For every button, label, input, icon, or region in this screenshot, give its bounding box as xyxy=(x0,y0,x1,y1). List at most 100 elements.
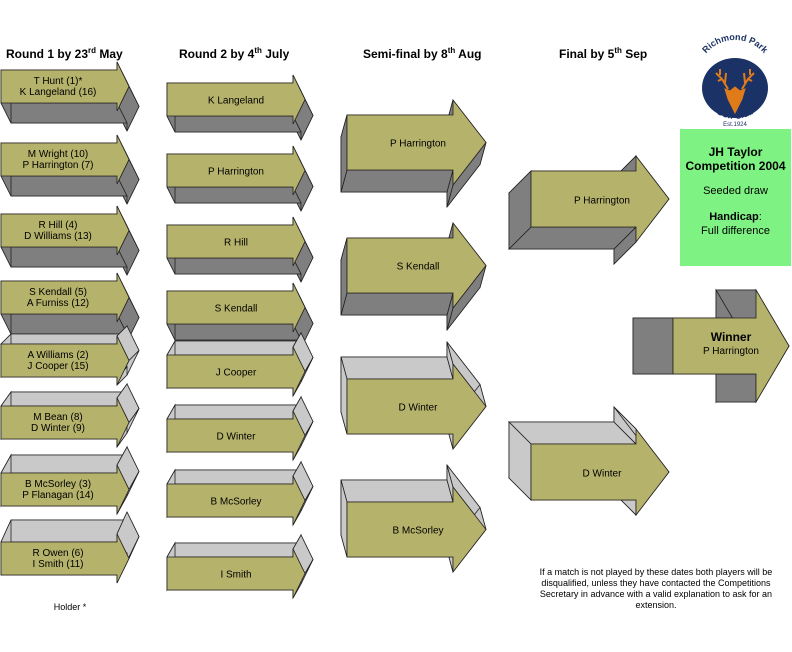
round1-match-label: M Wright (10)P Harrington (7) xyxy=(23,149,94,171)
round1-match-label-line1: R Hill (4) xyxy=(39,220,78,231)
round1-match-label: M Bean (8)D Winter (9) xyxy=(31,412,85,434)
semifinal-header: Semi-final by 8th Aug xyxy=(363,46,481,61)
round2-arrow-side xyxy=(166,404,302,420)
round2-arrow-face xyxy=(166,346,306,397)
round1-match-label-line1: R Owen (6) xyxy=(32,548,83,559)
round1-arrow-face xyxy=(0,397,130,448)
round2-player-label: B McSorley xyxy=(210,497,261,508)
round1-match-label-line1: M Bean (8) xyxy=(33,412,82,423)
round2-player-label: D Winter xyxy=(217,432,257,443)
final-player-label-line1: D Winter xyxy=(583,469,623,480)
round1-arrow-side xyxy=(0,454,128,474)
round2-player-label-line1: B McSorley xyxy=(210,497,261,508)
round1-arrow-face xyxy=(0,134,130,185)
round1-arrow-side xyxy=(0,333,128,345)
round1-arrow-side xyxy=(0,519,128,543)
round2-player-label: K Langeland xyxy=(208,96,264,107)
semifinal-player-label: S Kendall xyxy=(397,262,440,273)
semifinal-arrow-side xyxy=(340,356,454,380)
winner-name: P Harrington xyxy=(703,346,759,357)
round1-match-label: A Williams (2)J Cooper (15) xyxy=(27,350,88,372)
round1-match-label-line2: P Flanagan (14) xyxy=(22,490,94,501)
round1-arrow-face xyxy=(0,533,130,584)
winner-arrow-side xyxy=(632,317,674,375)
round1-match-label-line2: I Smith (11) xyxy=(33,559,84,570)
round1-arrow-face xyxy=(0,272,130,323)
logo-bottom-text: Golf Club xyxy=(715,106,756,121)
round1-header: Round 1 by 23rd May xyxy=(6,46,123,61)
round2-arrow-side xyxy=(166,469,302,485)
semifinal-arrow-side xyxy=(340,169,454,193)
logo-est-text: Est.1924 xyxy=(723,122,747,128)
round1-match-label-line1: M Wright (10) xyxy=(28,149,88,160)
round2-player-label-line1: D Winter xyxy=(217,432,257,443)
round2-arrow-face xyxy=(166,282,306,333)
round1-arrow-side xyxy=(0,246,128,268)
round2-player-label-line1: S Kendall xyxy=(215,304,258,315)
round1-match-label-line1: T Hunt (1)* xyxy=(34,76,83,87)
round2-arrow-side xyxy=(166,542,302,558)
round1-arrow-face xyxy=(0,61,130,112)
round2-player-label-line1: J Cooper xyxy=(216,368,257,379)
disclaimer-note: If a match is not played by these dates … xyxy=(539,567,773,610)
round2-arrow-side xyxy=(166,340,302,356)
semifinal-player-label-line1: B McSorley xyxy=(392,526,443,537)
final-player-label: P Harrington xyxy=(574,196,630,207)
round2-player-label: J Cooper xyxy=(216,368,257,379)
round1-arrow-face xyxy=(0,464,130,515)
semifinal-player-label-line1: D Winter xyxy=(399,403,439,414)
round1-match-label-line1: A Williams (2) xyxy=(27,350,88,361)
round1-match-label: T Hunt (1)*K Langeland (16) xyxy=(20,76,97,98)
round1-arrow-side xyxy=(0,313,128,335)
final-player-label-line1: P Harrington xyxy=(574,196,630,207)
handicap-label-text: Handicap xyxy=(709,211,759,223)
round1-match-label-line2: P Harrington (7) xyxy=(23,160,94,171)
round2-arrow-side xyxy=(166,115,302,133)
final-player-label: D Winter xyxy=(583,469,623,480)
logo-top-text: Richmond Park xyxy=(700,33,770,56)
winner-arrow-side xyxy=(715,373,757,403)
round2-player-label: P Harrington xyxy=(208,167,264,178)
round1-match-label-line1: B McSorley (3) xyxy=(25,479,91,490)
round2-arrow-face xyxy=(166,410,306,461)
semifinal-player-label: P Harrington xyxy=(390,139,446,150)
holder-note: Holder * xyxy=(53,602,87,612)
final-header: Final by 5th Sep xyxy=(559,46,647,61)
stag-head-icon xyxy=(715,69,755,115)
round2-arrow-side xyxy=(166,323,302,341)
round2-player-label: I Smith xyxy=(220,570,251,581)
semifinal-player-label: B McSorley xyxy=(392,526,443,537)
semifinal-arrow-face xyxy=(346,98,487,187)
svg-text:Golf Club: Golf Club xyxy=(715,106,756,121)
competition-title-line2: Competition 2004 xyxy=(685,159,786,173)
round2-arrow-face xyxy=(166,145,306,196)
round1-arrow-face xyxy=(0,335,130,386)
round2-player-label-line1: I Smith xyxy=(220,570,251,581)
round1-match-label-line2: D Winter (9) xyxy=(31,423,85,434)
round2-header: Round 2 by 4th July xyxy=(179,46,290,61)
competition-title: JH Taylor Competition 2004 xyxy=(680,145,791,173)
round1-match-label-line2: D Williams (13) xyxy=(24,231,92,242)
draw-type: Seeded draw xyxy=(703,185,768,197)
round1-arrow-side xyxy=(0,102,128,124)
round2-arrow-side xyxy=(166,186,302,204)
winner-title: Winner xyxy=(711,330,752,344)
round2-player-label: S Kendall xyxy=(215,304,258,315)
round2-player-label-line1: K Langeland xyxy=(208,96,264,107)
round2-player-label-line1: R Hill xyxy=(224,238,248,249)
semifinal-player-label-line1: S Kendall xyxy=(397,262,440,273)
semifinal-player-label-line1: P Harrington xyxy=(390,139,446,150)
semifinal-player-label: D Winter xyxy=(399,403,439,414)
handicap-colon: : xyxy=(758,211,762,223)
round1-match-label-line2: J Cooper (15) xyxy=(27,361,88,372)
winner-arrow-face xyxy=(672,288,790,404)
round2-arrow-face xyxy=(166,475,306,526)
competition-info-panel: JH Taylor Competition 2004 Seeded draw H… xyxy=(680,129,791,266)
semifinal-arrow-face xyxy=(346,221,487,310)
round1-arrow-side xyxy=(0,175,128,197)
round1-match-label: R Owen (6)I Smith (11) xyxy=(32,548,83,570)
round2-arrow-side xyxy=(166,257,302,275)
round1-match-label: S Kendall (5)A Furniss (12) xyxy=(27,287,89,309)
competition-title-line1: JH Taylor xyxy=(708,145,763,159)
